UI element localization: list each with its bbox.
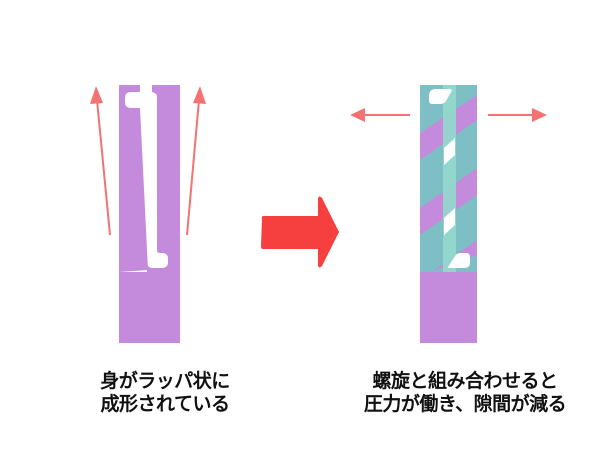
left-caption-line-2: 成形されている: [100, 393, 230, 415]
right-force-arrows: [350, 108, 547, 122]
right-caption: 螺旋と組み合わせると 圧力が働き、隙間が減る: [340, 370, 590, 416]
left-caption: 身がラッパ状に 成形されている: [70, 370, 260, 416]
right-caption-line-2: 圧力が働き、隙間が減る: [363, 393, 567, 415]
right-pin: [420, 85, 477, 343]
left-caption-line-1: 身がラッパ状に: [100, 370, 230, 392]
right-arrow-icon: [261, 196, 339, 268]
right-caption-line-1: 螺旋と組み合わせると: [372, 370, 558, 392]
left-pin: [119, 85, 180, 343]
left-force-arrows: [90, 86, 206, 236]
